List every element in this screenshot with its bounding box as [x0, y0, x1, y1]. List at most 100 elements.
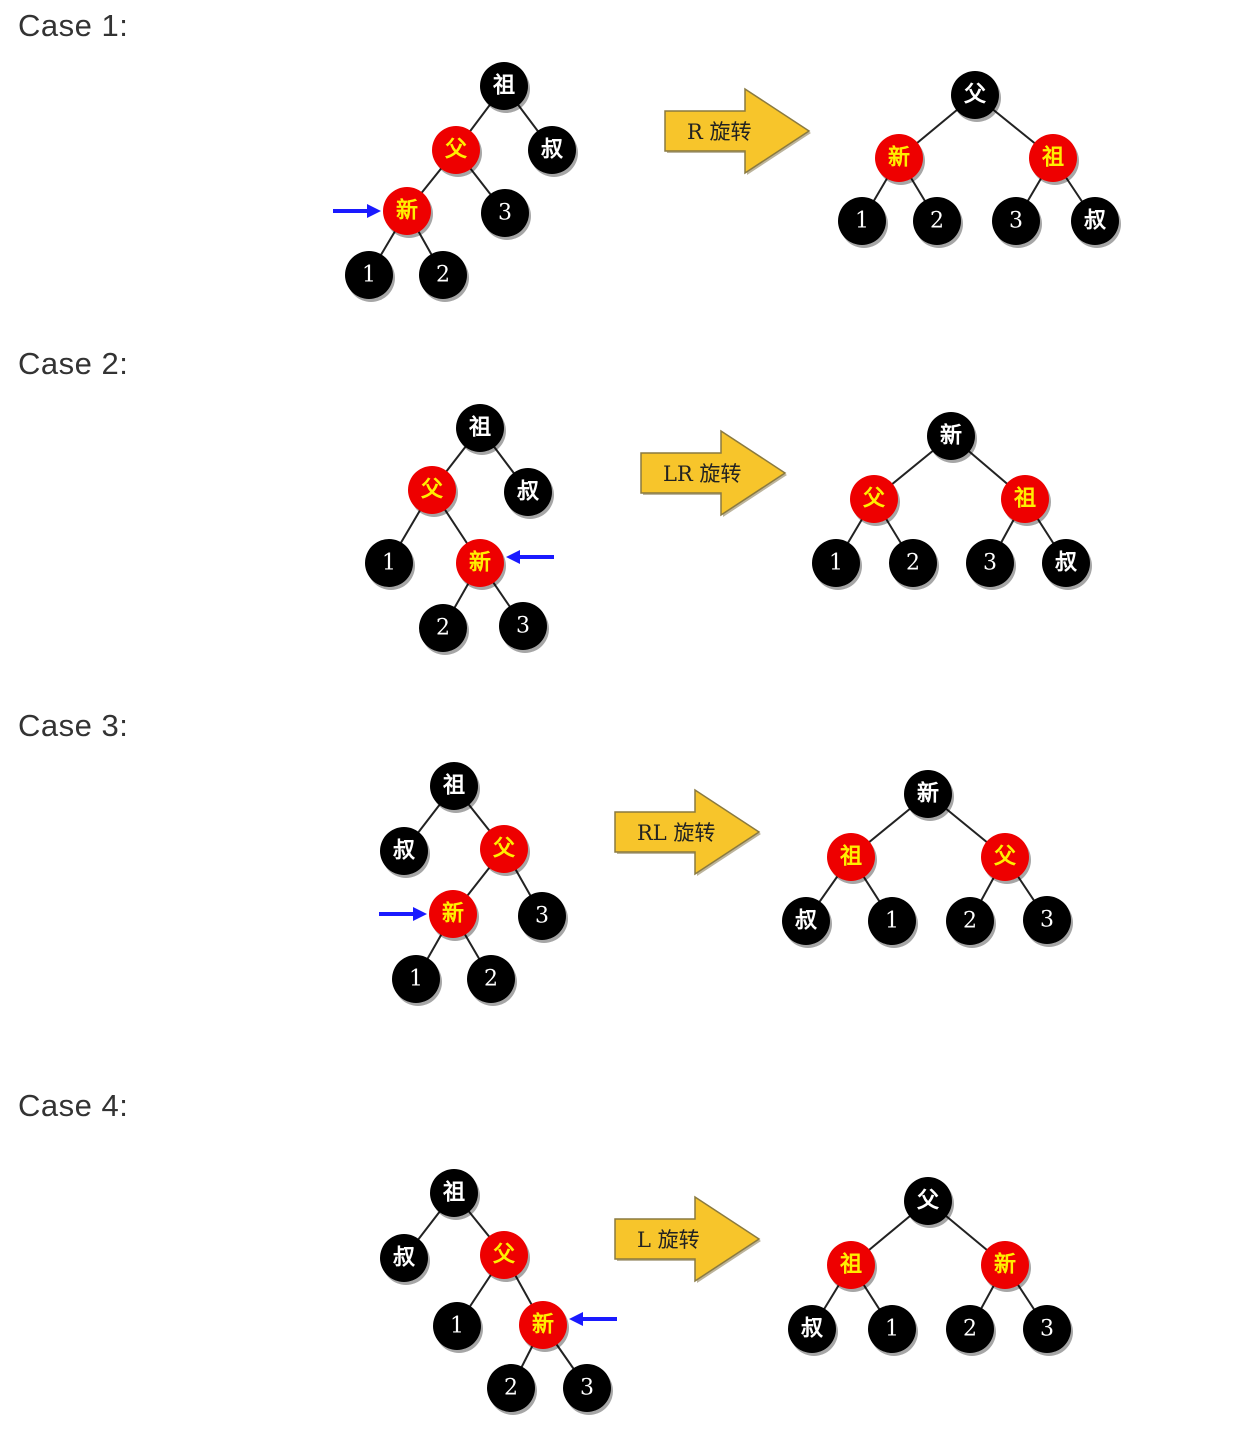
blue-pointer-arrow-icon	[569, 1312, 617, 1326]
node-circle	[838, 197, 886, 245]
node-label: 1	[885, 909, 899, 934]
red-node: 父	[480, 1231, 530, 1282]
node-label: 叔	[795, 909, 818, 934]
node-label: 父	[445, 138, 468, 163]
node-circle	[827, 1241, 875, 1289]
black-node: 祖	[430, 1169, 480, 1220]
black-node: 2	[419, 604, 469, 655]
black-node: 2	[913, 197, 963, 248]
node-label: 父	[493, 1243, 516, 1268]
red-node: 祖	[827, 1241, 877, 1292]
node-circle	[429, 890, 477, 938]
node-label: 新	[994, 1252, 1016, 1278]
node-circle	[519, 1301, 567, 1349]
node-label: 祖	[840, 1253, 862, 1278]
node-label: 1	[362, 263, 376, 288]
red-node: 父	[408, 466, 458, 517]
node-label: 3	[1009, 209, 1023, 234]
node-label: 叔	[541, 138, 564, 163]
black-node: 叔	[504, 468, 554, 519]
node-circle	[563, 1364, 611, 1412]
red-node: 祖	[827, 833, 877, 884]
node-circle	[850, 475, 898, 523]
node-circle	[951, 71, 999, 119]
node-label: 祖	[443, 1181, 465, 1206]
node-label: 叔	[801, 1317, 824, 1342]
case-4-label: Case 4:	[18, 1088, 129, 1123]
rotation-arrow: RL 旋转	[614, 788, 761, 876]
node-circle	[433, 1302, 481, 1350]
node-label: 父	[994, 845, 1017, 870]
black-node: 2	[467, 955, 517, 1006]
node-circle	[966, 539, 1014, 587]
black-node: 2	[946, 897, 996, 948]
black-node: 叔	[782, 897, 832, 948]
node-circle	[518, 892, 566, 940]
black-node: 叔	[788, 1305, 838, 1356]
node-circle	[430, 1169, 478, 1217]
black-node: 3	[563, 1364, 613, 1415]
black-node: 1	[868, 1305, 918, 1356]
node-label: 1	[855, 209, 869, 234]
node-circle	[392, 955, 440, 1003]
node-label: 3	[1040, 1317, 1054, 1342]
rotation-label: LR 旋转	[663, 462, 741, 486]
node-label: 父	[863, 487, 886, 512]
black-node: 1	[868, 897, 918, 948]
node-circle	[875, 134, 923, 182]
node-label: 祖	[1042, 146, 1064, 171]
black-node: 叔	[528, 126, 578, 177]
black-node: 3	[1023, 896, 1073, 947]
case-3-label: Case 3:	[18, 708, 129, 743]
node-label: 祖	[469, 416, 491, 441]
node-label: 新	[917, 781, 939, 807]
node-label: 1	[382, 551, 396, 576]
node-label: 2	[484, 967, 498, 992]
node-circle	[782, 897, 830, 945]
node-circle	[499, 602, 547, 650]
node-label: 祖	[840, 845, 862, 870]
node-circle	[946, 1305, 994, 1353]
node-circle	[1029, 134, 1077, 182]
red-node: 祖	[1001, 475, 1051, 526]
node-circle	[456, 404, 504, 452]
node-label: 祖	[443, 774, 465, 799]
node-circle	[481, 189, 529, 237]
node-circle	[992, 197, 1040, 245]
node-label: 1	[829, 551, 843, 576]
node-circle	[827, 833, 875, 881]
node-label: 父	[421, 478, 444, 503]
rotation-label: L 旋转	[637, 1228, 700, 1252]
case-2-label: Case 2:	[18, 346, 129, 381]
node-label: 3	[498, 201, 512, 226]
blue-pointer-arrow-icon	[379, 907, 427, 921]
node-circle	[927, 412, 975, 460]
black-node: 叔	[1042, 539, 1092, 590]
node-label: 3	[516, 614, 530, 639]
node-circle	[419, 604, 467, 652]
black-node: 叔	[380, 827, 430, 878]
node-label: 叔	[517, 480, 540, 505]
black-node: 1	[365, 539, 415, 590]
black-node: 1	[838, 197, 888, 248]
node-circle	[408, 466, 456, 514]
node-circle	[904, 1177, 952, 1225]
rotation-arrow: LR 旋转	[640, 429, 787, 517]
node-label: 祖	[1014, 487, 1036, 512]
node-circle	[981, 1241, 1029, 1289]
rotation-label: RL 旋转	[637, 821, 715, 845]
node-label: 新	[888, 145, 910, 171]
node-label: 1	[450, 1314, 464, 1339]
node-circle	[889, 539, 937, 587]
node-label: 叔	[393, 1246, 416, 1271]
node-label: 祖	[493, 74, 515, 99]
black-node: 祖	[456, 404, 506, 455]
black-node: 2	[889, 539, 939, 590]
